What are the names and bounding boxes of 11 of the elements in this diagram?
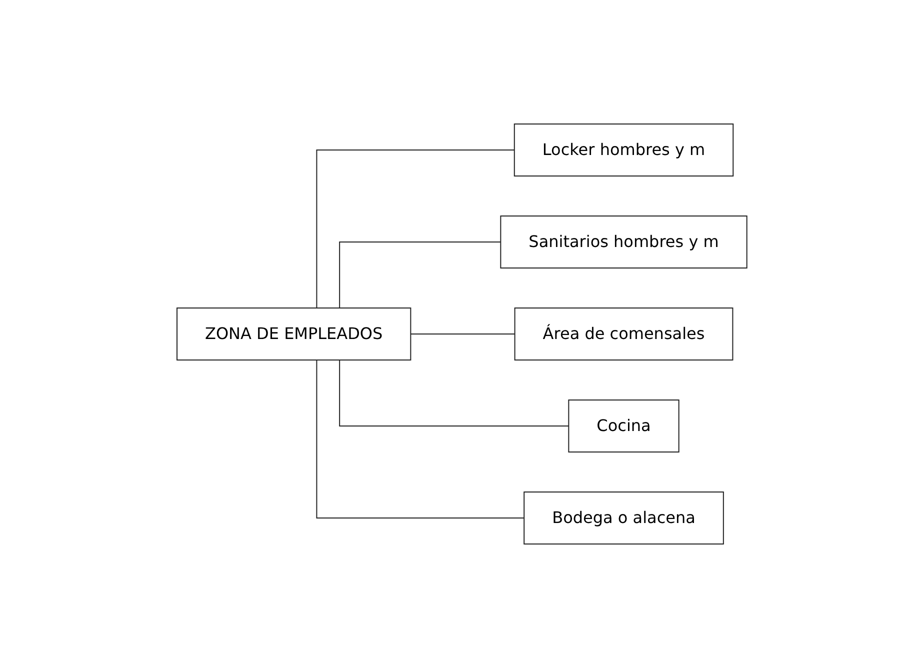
connector: [316, 359, 525, 518]
node-box: Bodega o alacena: [524, 491, 724, 544]
node-box: Locker hombres y m: [514, 123, 734, 176]
node-box: Cocina: [568, 399, 680, 452]
connector: [339, 241, 502, 308]
node-box: Área de comensales: [514, 307, 734, 360]
connector: [339, 359, 570, 426]
node-box: Sanitarios hombres y m: [500, 215, 748, 268]
connector: [316, 149, 515, 308]
connector: [410, 333, 516, 334]
node-box: ZONA DE EMPLEADOS: [176, 307, 412, 360]
